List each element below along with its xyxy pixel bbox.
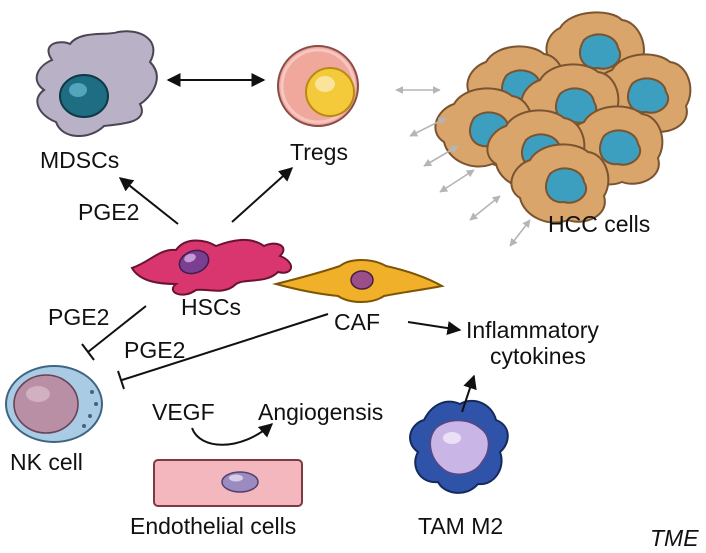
endothelial-cell-icon bbox=[153, 459, 303, 507]
nk-cell-icon bbox=[5, 365, 103, 443]
treg-cell-icon bbox=[277, 45, 359, 127]
inflammatory-label-line1: Inflammatory bbox=[466, 317, 599, 343]
tam-to-cytokines-arrow bbox=[461, 374, 477, 413]
hsc-inhibits-nk-line bbox=[87, 305, 147, 353]
vegf-label: VEGF bbox=[152, 399, 215, 425]
mdscs-label: MDSCs bbox=[40, 147, 119, 173]
caf-to-cytokines-arrow bbox=[407, 321, 462, 336]
tam-m2-cell-icon bbox=[409, 399, 509, 494]
gray-interaction-arrows bbox=[395, 86, 531, 247]
hsc-inhibits-nk-bar bbox=[81, 343, 95, 361]
hsc-to-treg-arrow bbox=[231, 167, 294, 223]
pge2-caf-label: PGE2 bbox=[124, 337, 185, 363]
angiogenesis-label: Angiogensis bbox=[258, 399, 383, 425]
nk-cell-label: NK cell bbox=[10, 449, 83, 475]
caf-cell-icon bbox=[272, 259, 445, 303]
vegf-to-angiogenesis-arrow bbox=[191, 423, 274, 446]
mdsc-cell-icon bbox=[35, 30, 158, 138]
caf-label: CAF bbox=[334, 309, 380, 335]
caf-inhibits-nk-bar bbox=[117, 370, 125, 390]
hsc-cell-icon bbox=[130, 239, 292, 296]
tam-m2-label: TAM M2 bbox=[418, 513, 503, 539]
inflammatory-label-line2: cytokines bbox=[490, 343, 586, 369]
caf-inhibits-nk-line bbox=[121, 313, 329, 381]
tme-label: TME bbox=[650, 525, 699, 551]
pge2-nk-label: PGE2 bbox=[48, 304, 109, 330]
hscs-label: HSCs bbox=[181, 294, 241, 320]
tregs-label: Tregs bbox=[290, 139, 348, 165]
pge2-mdsc-label: PGE2 bbox=[78, 199, 139, 225]
hcc-cells-label: HCC cells bbox=[548, 211, 650, 237]
endothelial-cells-label: Endothelial cells bbox=[130, 513, 296, 539]
hcc-cells-cluster-icon bbox=[434, 11, 692, 224]
hsc-to-mdsc-arrow bbox=[118, 177, 179, 225]
